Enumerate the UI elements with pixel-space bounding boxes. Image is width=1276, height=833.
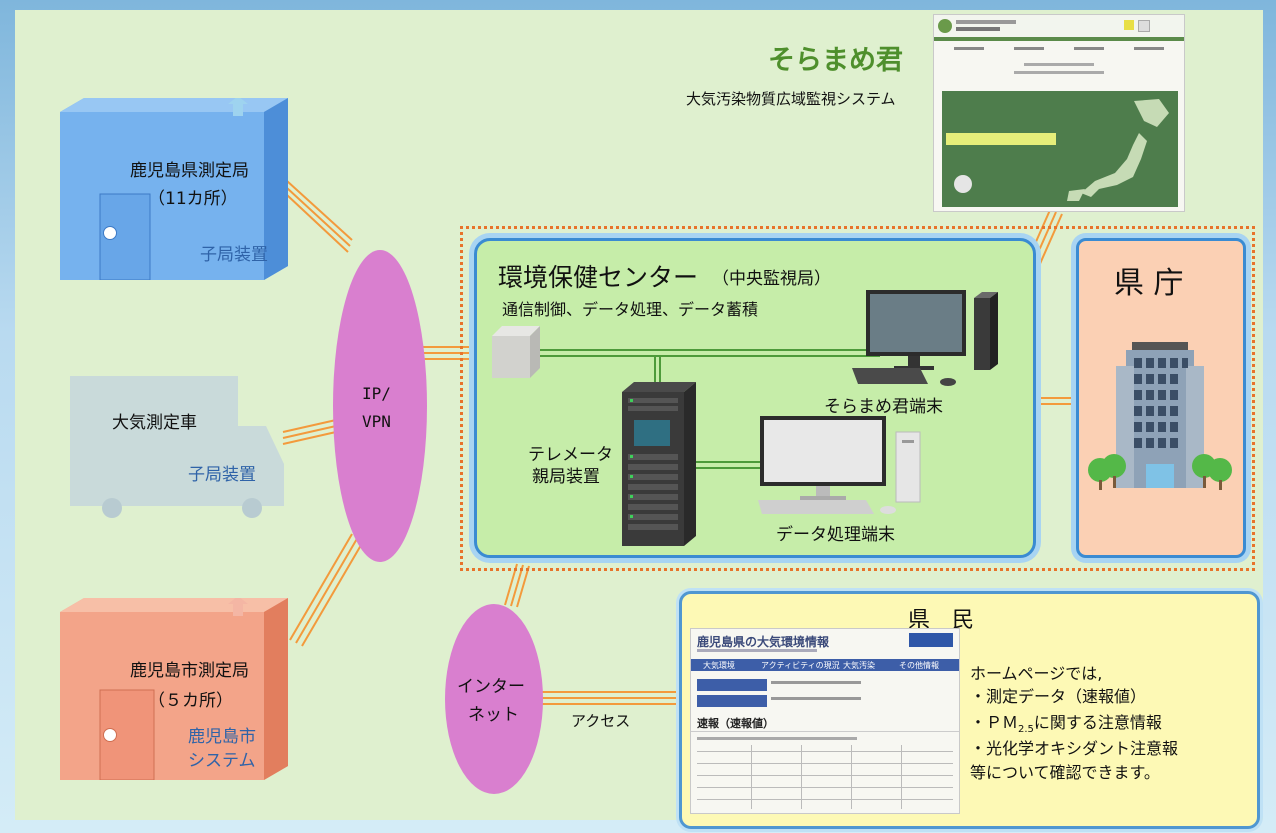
citizens-line3-pre: ・ＰＭ [970,713,1019,732]
city-station-device-line2: システム [188,751,256,771]
soramame-terminal-label: そらまめ君端末 [824,397,943,417]
telemeter-label-line2: 親局装置 [532,467,600,487]
ipvpn-label-line2: VPN [362,412,391,431]
citizens-line3-post: に関する注意情報 [1033,713,1162,732]
website-thumb-nav-item: アクティビティの現況 [761,661,840,670]
center-title-sub: （中央監視局） [712,269,831,289]
citizens-line3: ・ＰＭ2.5に関する注意情報 [970,709,1162,735]
pref-station-name: 鹿児島県測定局 [130,161,249,181]
car-device: 子局装置 [188,465,256,485]
pref-station-box [60,98,288,280]
citizens-line2: ・測定データ（速報値） [970,687,1147,706]
city-station-count: （５カ所） [148,691,233,711]
city-station-device-line1: 鹿児島市 [188,727,256,747]
citizens-line3-sub: 2.5 [1018,724,1034,736]
internet-network [445,604,543,794]
website-thumb-section: 速報（速報値） [697,717,774,730]
citizens-line5: 等について確認できます。 [970,763,1160,782]
pref-station-count: （11カ所） [148,189,238,209]
car-name: 大気測定車 [112,413,197,433]
center-functions: 通信制御、データ処理、データ蓄積 [502,300,759,319]
city-station-name: 鹿児島市測定局 [130,661,249,681]
telemeter-server-icon [622,382,696,546]
soramame-title: そらまめ君 [768,45,903,76]
data-terminal-icon [758,416,921,514]
office-building-icon [1088,342,1232,490]
citizens-line4: ・光化学オキシダント注意報 [970,739,1179,758]
soramame-subtitle: 大気汚染物質広域監視システム [686,90,896,108]
door-knob-icon [103,728,117,742]
soramame-website-screenshot [933,14,1185,212]
data-terminal-label: データ処理端末 [776,525,895,545]
city-station-box [60,598,288,780]
website-thumb-title: 鹿児島県の大気環境情報 [697,635,830,649]
ipvpn-label-line1: IP/ [362,384,391,403]
internet-label-line2: ネット [468,705,519,725]
prefectural-office-label: 県 庁 [1114,266,1184,301]
internet-label-line1: インター [457,677,525,697]
website-thumb-nav-item: 大気環境 [703,661,735,670]
website-thumbnail: 鹿児島県の大気環境情報 大気環境 アクティビティの現況 大気汚染 その他情報 速… [690,628,960,814]
soramame-terminal-icon [852,290,998,386]
citizens-line1: ホームページでは, [970,664,1103,683]
dotted-boundary [460,226,1255,571]
access-label: アクセス [571,712,631,730]
website-thumb-nav-item: 大気汚染 [843,661,875,670]
ipvpn-network [333,250,427,562]
center-title: 環境保健センター [498,263,699,292]
measurement-car-icon [70,376,284,518]
router-icon [492,326,540,378]
door-knob-icon [103,226,117,240]
pref-station-device: 子局装置 [200,245,268,265]
website-thumb-nav-item: その他情報 [899,661,939,670]
japan-map-thumb [1067,99,1169,201]
telemeter-label-line1: テレメータ [528,445,613,465]
